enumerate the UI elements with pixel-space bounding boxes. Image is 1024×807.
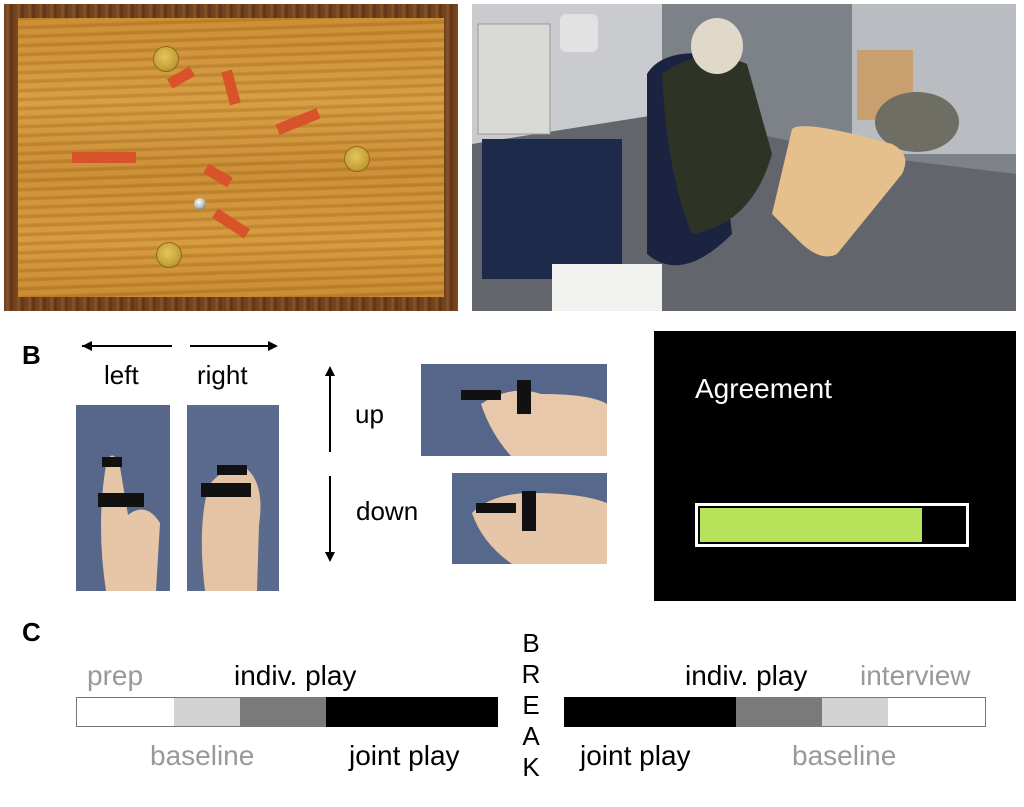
segment-joint-play — [326, 697, 498, 727]
segment-baseline — [822, 697, 888, 727]
break-letter: A — [522, 721, 540, 751]
label-down: down — [356, 496, 419, 526]
hand-photo-up — [421, 364, 607, 456]
hand-drawing-right — [187, 405, 279, 591]
arrow-up-down — [325, 366, 335, 562]
equipment-case — [477, 23, 551, 135]
break-letter: K — [522, 752, 540, 782]
bin — [560, 14, 598, 52]
eeg-cap — [691, 18, 743, 74]
game-board — [4, 4, 458, 311]
agreement-bar — [695, 503, 969, 547]
label-joint-play-left: joint play — [349, 740, 460, 771]
screen-title: Agreement — [695, 373, 832, 404]
coin-target — [153, 46, 179, 72]
segment-indiv-play — [240, 697, 326, 727]
equipment-cart — [482, 139, 622, 279]
label-up: up — [355, 399, 384, 429]
obstacle-bar — [72, 152, 136, 163]
segment-interview — [888, 697, 986, 727]
hand-drawing-down — [452, 473, 607, 564]
panel-letter-c: C — [22, 617, 41, 647]
segment-prep — [76, 697, 174, 727]
ball — [194, 198, 206, 210]
segment-joint-play — [564, 697, 736, 727]
label-left: left — [104, 360, 139, 390]
lab-photo — [472, 4, 1016, 311]
hand-drawing-left — [76, 405, 170, 591]
break-label: B R E A K — [518, 628, 544, 783]
label-baseline-right: baseline — [792, 740, 897, 771]
label-interview: interview — [860, 660, 971, 691]
label-joint-play-right: joint play — [580, 740, 691, 771]
lab-photo-drawing — [472, 4, 1016, 311]
break-letter: E — [522, 690, 540, 720]
label-right: right — [197, 360, 248, 390]
hand-photo-left — [76, 405, 170, 591]
hand-drawing-up — [421, 364, 607, 456]
break-letter: B — [522, 628, 540, 658]
agreement-bar-fill — [700, 508, 922, 542]
label-baseline-left: baseline — [150, 740, 255, 771]
arrow-left-right — [82, 341, 278, 351]
hand-photo-right — [187, 405, 279, 591]
feedback-screen: Agreement — [654, 331, 1016, 601]
desk-corner — [552, 264, 662, 311]
panel-letter-b: B — [22, 340, 41, 370]
participant — [662, 56, 772, 234]
label-indiv-play-right: indiv. play — [685, 660, 808, 691]
segment-baseline — [174, 697, 240, 727]
break-letter: R — [521, 659, 541, 689]
label-prep: prep — [87, 660, 144, 691]
hand-photo-down — [452, 473, 607, 564]
coin-target — [156, 242, 182, 268]
segment-indiv-play — [736, 697, 822, 727]
table-board — [772, 126, 906, 257]
stool — [875, 92, 959, 152]
label-indiv-play-left: indiv. play — [234, 660, 357, 691]
coin-target — [344, 146, 370, 172]
